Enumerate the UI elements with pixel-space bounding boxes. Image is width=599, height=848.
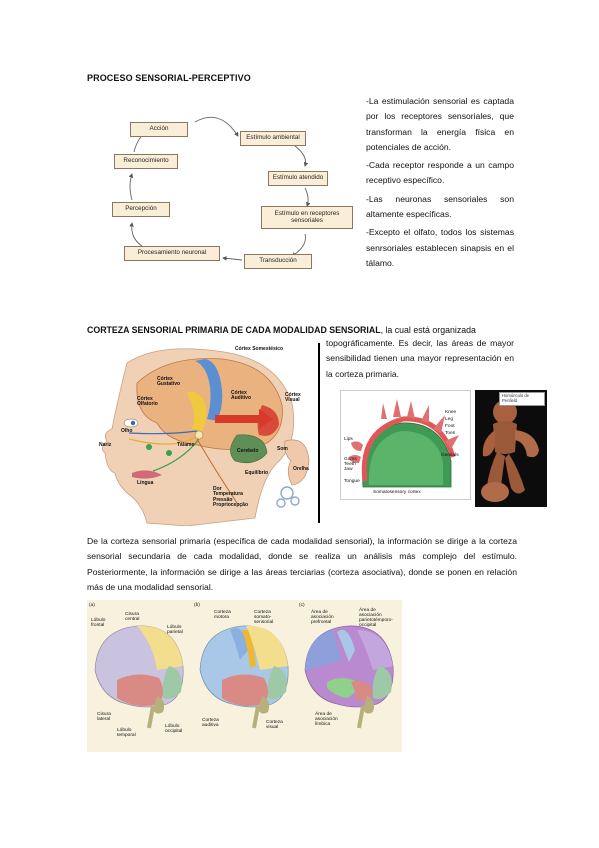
- panel-a-label-occipital: Lóbulo occipital: [165, 724, 183, 735]
- label-cortex-olfatorio: Córtex Olfatorio: [137, 396, 158, 408]
- label-cortex-gustativo: Córtex Gustativo: [157, 376, 181, 388]
- bullet-3: -Las neuronas sensoriales son altamente …: [366, 193, 514, 220]
- panel-c-tag: (c): [299, 603, 305, 608]
- panel-b-label-motora: Corteza motora: [214, 610, 231, 621]
- cycle-box-reconocimiento: Reconocimiento: [114, 154, 178, 169]
- homunculus-map-illustration: [349, 399, 459, 488]
- panel-b-label-somatosensorial: Corteza somato- sensorial: [254, 610, 274, 626]
- sensory-brain-figure: Córtex Somestésico Córtex Gustativo Córt…: [87, 343, 315, 526]
- homunculus-caption: Somatosensory cortex: [373, 490, 421, 495]
- cycle-box-transduccion: Transducción: [244, 254, 312, 269]
- cycle-box-estimulo-atendido: Estímulo atendido: [268, 171, 328, 186]
- cycle-box-accion: Acción: [130, 122, 188, 137]
- panel-b-label-visual: Corteza visual: [266, 720, 283, 731]
- panel-c: (c) Área de asociación prefrontal Área d…: [297, 600, 402, 752]
- label-cortex-visual: Córtex Visual: [285, 392, 301, 404]
- panel-c-label-limbica: Área de asociación límbica: [315, 712, 338, 728]
- section3-paragraph: De la corteza sensorial primaria (especí…: [87, 536, 517, 592]
- label-nariz: Nariz: [99, 442, 112, 448]
- panel-a-label-cisura-central: Cisura central: [125, 612, 140, 623]
- label-cerebelo: Cerebelo: [237, 448, 259, 454]
- homunculus-label-knee: Knee: [445, 410, 457, 415]
- panel-b-label-auditiva: Corteza auditiva: [202, 718, 219, 729]
- section-title-corteza-rest: , la cual está organizada: [380, 325, 476, 335]
- label-sensations: Dor Temperatura Pressão Propriocepção: [213, 486, 249, 508]
- label-orelha: Orelha: [293, 466, 309, 472]
- homunculus-model-illustration: [481, 400, 539, 502]
- panel-b: (b) Corteza motora Corteza somato- senso…: [192, 600, 297, 752]
- cycle-box-percepcion: Percepción: [112, 202, 170, 217]
- homunculus-label-leg: Leg: [445, 417, 454, 422]
- panel-c-label-prefrontal: Área de asociación prefrontal: [311, 610, 334, 626]
- figure-divider: [318, 343, 320, 523]
- panel-a-label-temporal: Lóbulo temporal: [117, 728, 136, 739]
- label-cortex-somestesico: Córtex Somestésico: [235, 346, 284, 352]
- label-som: Som: [277, 446, 288, 452]
- panel-a: (a) Lóbulo frontal Cisura central Lóbulo…: [87, 600, 192, 752]
- label-lingua: Língua: [137, 480, 154, 486]
- homunculus-model-tag: Homúnculo de Penfield: [499, 392, 545, 406]
- cycle-arrows: [128, 116, 311, 261]
- homunculus-label-foot: Foot: [445, 424, 455, 429]
- label-ojo: Olho: [121, 428, 133, 434]
- cycle-box-estimulo-receptores: Estímulo en receptores sensoriales: [261, 206, 353, 229]
- panel-b-tag: (b): [194, 603, 200, 608]
- label-equilibrio: Equilíbrio: [245, 470, 269, 476]
- lobes-figure: (a) Lóbulo frontal Cisura central Lóbulo…: [87, 600, 402, 752]
- homunculus-label-lips: Lips: [344, 437, 353, 442]
- homunculus-label-genitals: Genitals: [441, 453, 459, 458]
- section-title-corteza: CORTEZA SENSORIAL PRIMARIA DE CADA MODAL…: [87, 325, 517, 335]
- panel-c-label-parietotemporooccipital: Área de asociación parietotémporo- occip…: [359, 608, 393, 629]
- sensory-cycle-diagram: Acción Estímulo ambiental Reconocimiento…: [100, 108, 362, 283]
- label-cortex-auditivo: Córtex Auditivo: [231, 390, 251, 402]
- panel-a-label-parietal: Lóbulo parietal: [167, 625, 183, 636]
- cycle-box-estimulo-ambiental: Estímulo ambiental: [240, 131, 306, 146]
- panel-b-brain: [199, 625, 289, 729]
- section-title-corteza-bold: CORTEZA SENSORIAL PRIMARIA DE CADA MODAL…: [87, 325, 381, 335]
- corteza-continuation: topográficamente. Es decir, las áreas de…: [326, 338, 514, 379]
- bullet-2: -Cada receptor responde a un campo recep…: [366, 160, 514, 186]
- head-brain-illustration: [102, 348, 310, 526]
- cycle-box-procesamiento: Procesamiento neuronal: [124, 246, 220, 261]
- homunculus-label-gums: Gums Teeth Jaw: [344, 457, 357, 473]
- panel-a-label-cisura-lateral: Cisura lateral: [97, 712, 111, 723]
- homunculus-model-photo: Homúnculo de Penfield: [475, 390, 547, 507]
- homunculus-label-tongue: Tongue: [344, 479, 360, 484]
- section-title-sensorial: PROCESO SENSORIAL-PERCEPTIVO: [87, 73, 251, 83]
- bullet-4: -Excepto el olfato, todos los sistemas s…: [366, 227, 514, 268]
- panel-c-brain: [304, 625, 394, 729]
- panel-a-tag: (a): [89, 603, 95, 608]
- panel-a-brain: [94, 625, 184, 729]
- bullet-1: -La estimulación sensorial es captada po…: [366, 96, 514, 152]
- homunculus-label-toes: Toes: [445, 431, 456, 436]
- bullet-list: -La estimulación sensorial es captada po…: [366, 94, 514, 274]
- label-talamo: Tálamo: [177, 442, 195, 448]
- panel-a-label-frontal: Lóbulo frontal: [91, 618, 106, 629]
- homunculus-map-figure: Lips Gums Teeth Jaw Tongue Genitals Toes…: [340, 390, 471, 500]
